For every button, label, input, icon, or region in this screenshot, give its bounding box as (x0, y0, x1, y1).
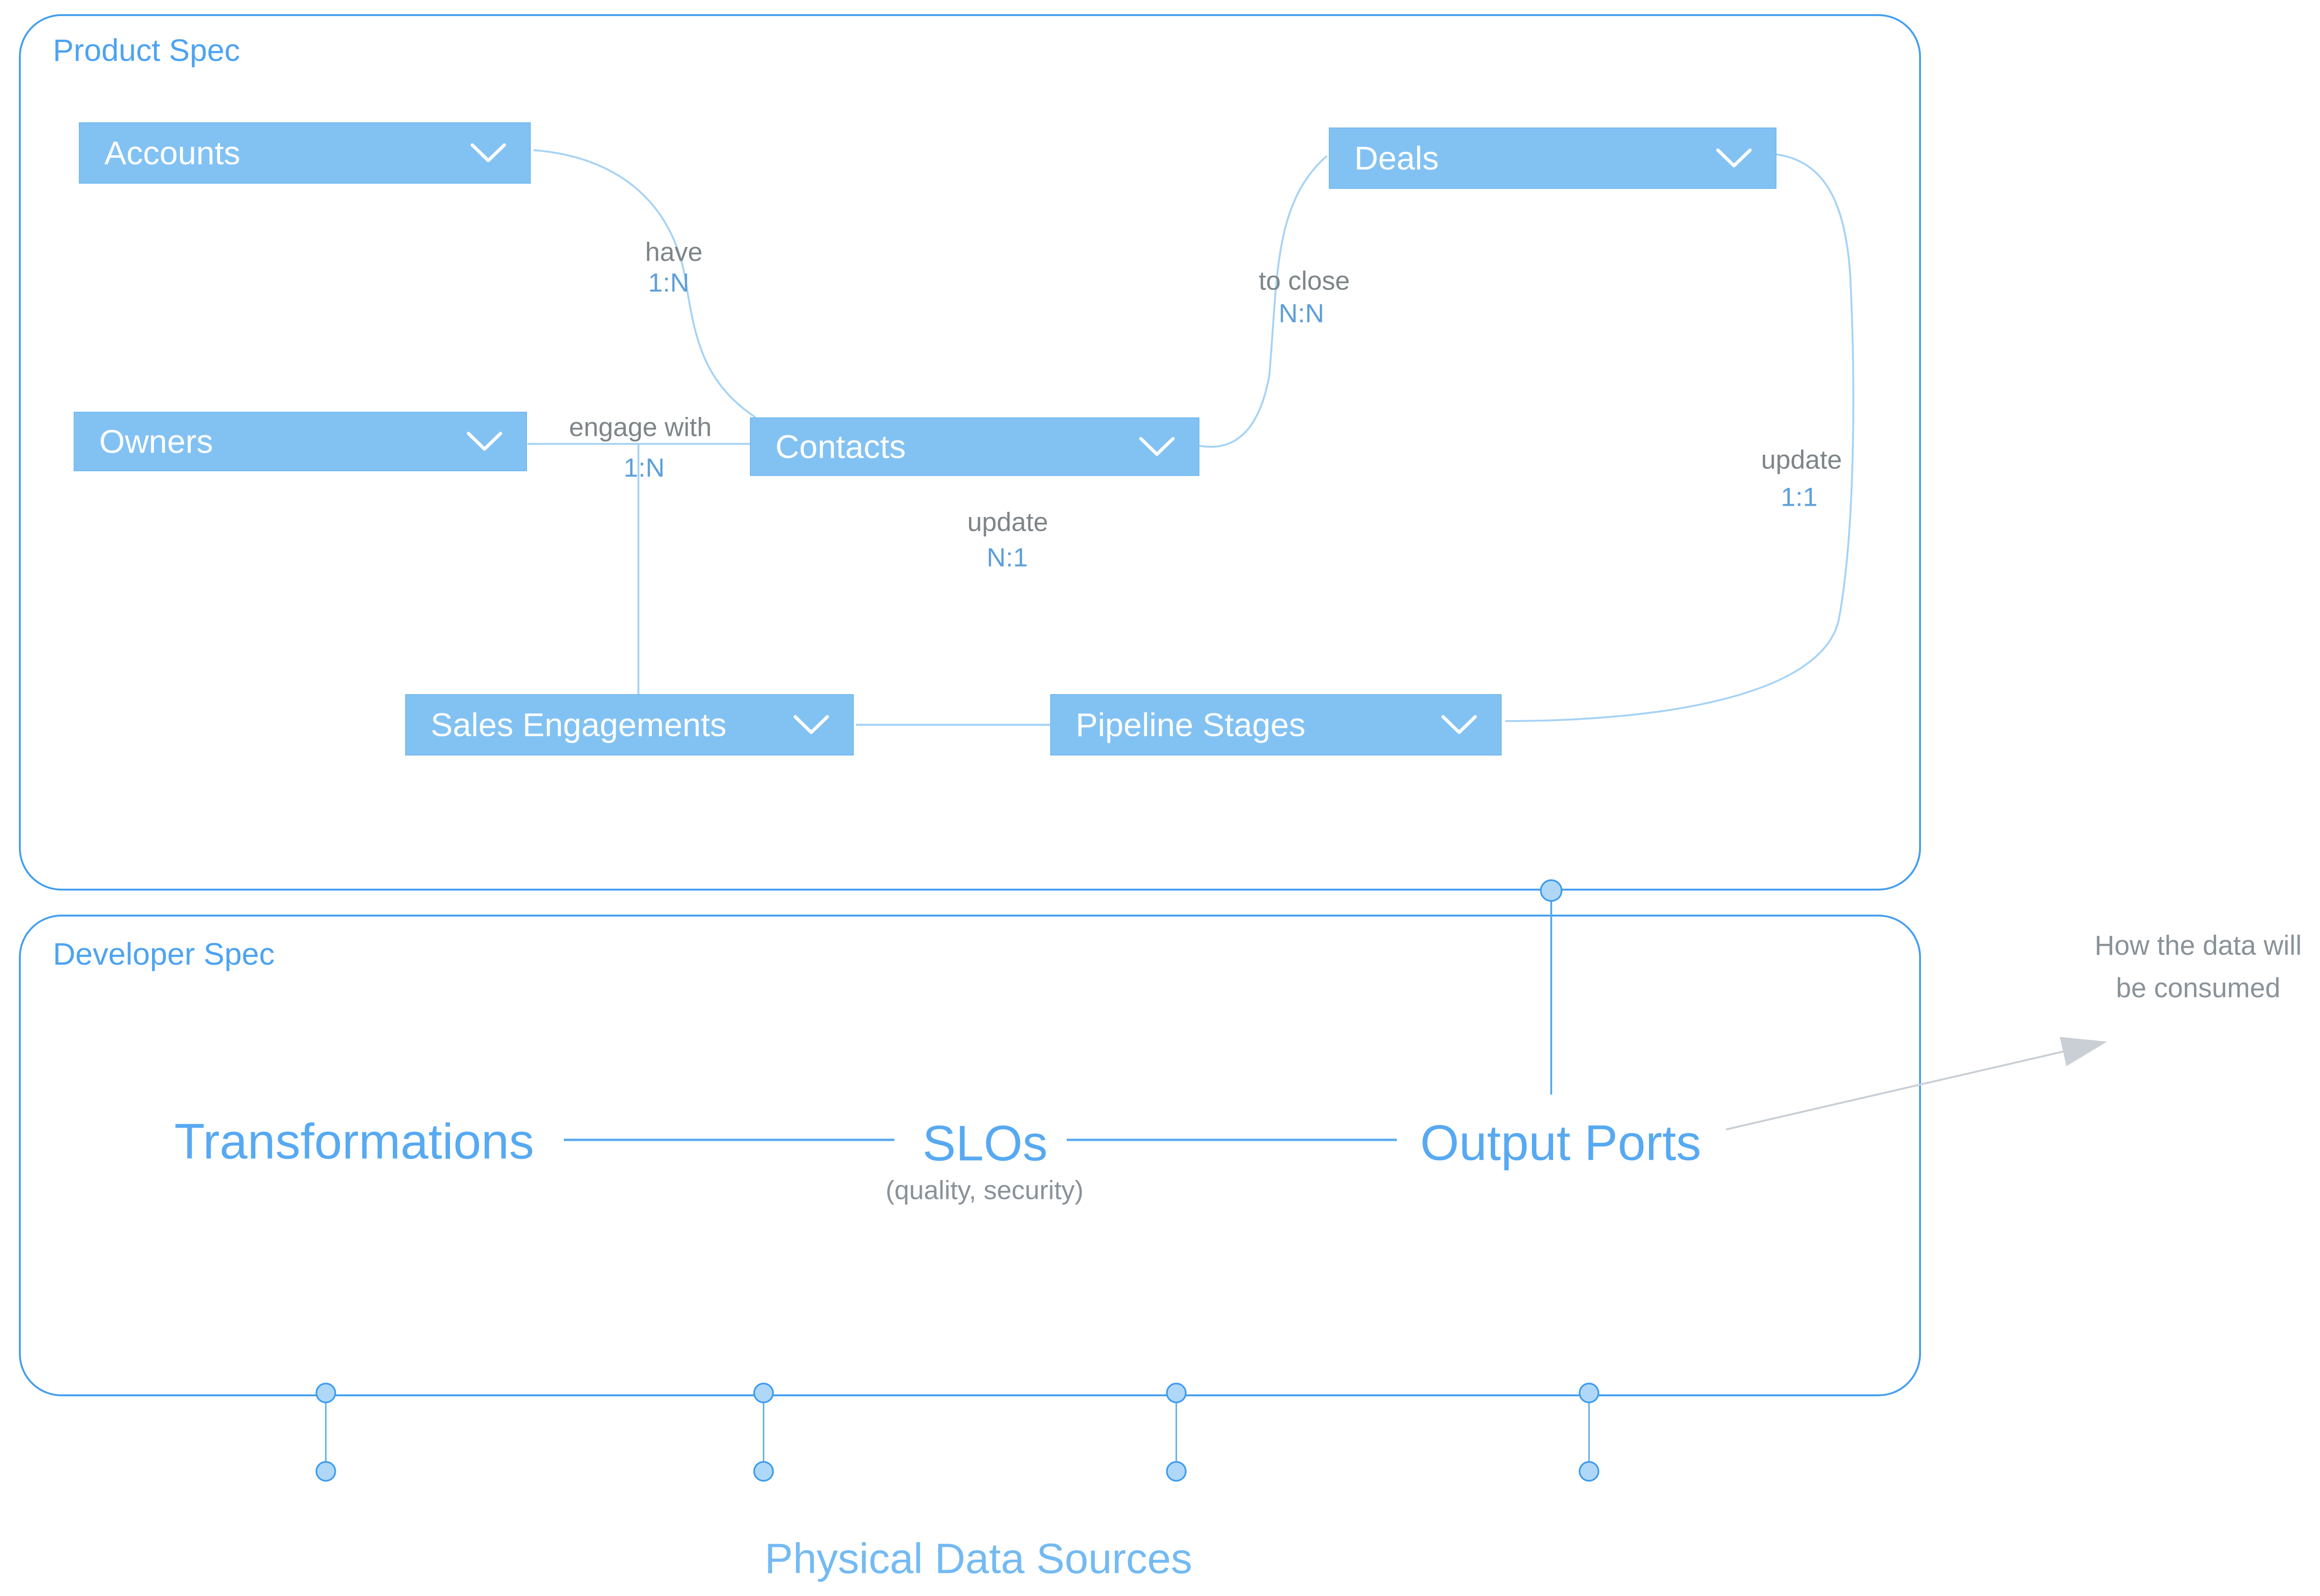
entity-sales-engagements-label: Sales Engagements (431, 706, 727, 743)
entity-deals-label: Deals (1354, 140, 1439, 177)
node-transformations: Transformations (174, 1113, 534, 1170)
edge-accounts-contacts (533, 149, 756, 418)
chevron-down-icon (466, 431, 503, 452)
chevron-down-icon (1138, 436, 1176, 457)
chevron-down-icon (1715, 148, 1753, 169)
entity-deals[interactable]: Deals (1329, 127, 1776, 189)
physical-source-stub (315, 1383, 336, 1482)
connector-dot[interactable] (1579, 1383, 1599, 1403)
connector-dot[interactable] (1540, 879, 1563, 902)
relationship-cardinality-engage-with: 1:N (623, 452, 665, 483)
connector-dot[interactable] (753, 1383, 774, 1403)
product-spec-panel (19, 14, 1921, 891)
relationship-label-engage-with: engage with (569, 412, 712, 442)
chevron-down-icon (792, 714, 830, 735)
relationship-cardinality-update-contacts: N:1 (986, 542, 1028, 572)
developer-spec-panel (19, 915, 1921, 1396)
relationship-label-have: have (645, 237, 703, 267)
consumption-note-line2: be consumed (2116, 972, 2281, 1003)
entity-contacts[interactable]: Contacts (750, 417, 1199, 476)
edge-contacts-deals (1199, 155, 1328, 448)
relationship-cardinality-update-pipeline: 1:1 (1781, 482, 1818, 512)
physical-data-sources-label: Physical Data Sources (765, 1535, 1192, 1583)
slos-note: (quality, security) (885, 1175, 1084, 1205)
consumption-note: How the data will be consumed (2075, 925, 2320, 1010)
connector-dot[interactable] (1166, 1383, 1187, 1403)
entity-pipeline-stages-label: Pipeline Stages (1076, 706, 1306, 743)
node-slos: SLOs (922, 1115, 1048, 1172)
connector-dot[interactable] (1166, 1461, 1187, 1482)
relationship-cardinality-have: 1:N (648, 267, 689, 297)
physical-source-stub (1579, 1383, 1599, 1482)
entity-accounts-label: Accounts (104, 135, 240, 171)
relationship-label-update-contacts: update (967, 507, 1048, 537)
chevron-down-icon (1440, 714, 1478, 735)
physical-source-stub (1166, 1383, 1187, 1482)
developer-spec-title: Developer Spec (53, 936, 275, 971)
entity-owners[interactable]: Owners (74, 412, 527, 471)
product-spec-title: Product Spec (53, 33, 240, 68)
consumption-note-line1: How the data will (2094, 930, 2302, 961)
connector-dot[interactable] (1579, 1461, 1599, 1482)
relationship-cardinality-to-close: N:N (1278, 298, 1325, 328)
node-output-ports: Output Ports (1420, 1115, 1701, 1171)
edge-deals-pipeline (1505, 153, 1854, 722)
entity-accounts[interactable]: Accounts (79, 122, 531, 184)
entity-pipeline-stages[interactable]: Pipeline Stages (1050, 694, 1502, 756)
chevron-down-icon (469, 143, 507, 163)
consumption-arrowhead-icon (2060, 1037, 2107, 1066)
connector-dot[interactable] (315, 1461, 336, 1482)
entity-sales-engagements[interactable]: Sales Engagements (405, 694, 854, 756)
connector-dot[interactable] (315, 1383, 336, 1403)
physical-source-stub (753, 1383, 774, 1482)
entity-owners-label: Owners (99, 423, 213, 460)
relationship-label-to-close: to close (1258, 265, 1350, 296)
relationship-label-update-pipeline: update (1761, 444, 1842, 475)
entity-contacts-label: Contacts (775, 428, 906, 465)
connector-dot[interactable] (753, 1461, 774, 1482)
consumption-arrow-line (1725, 1051, 2064, 1130)
